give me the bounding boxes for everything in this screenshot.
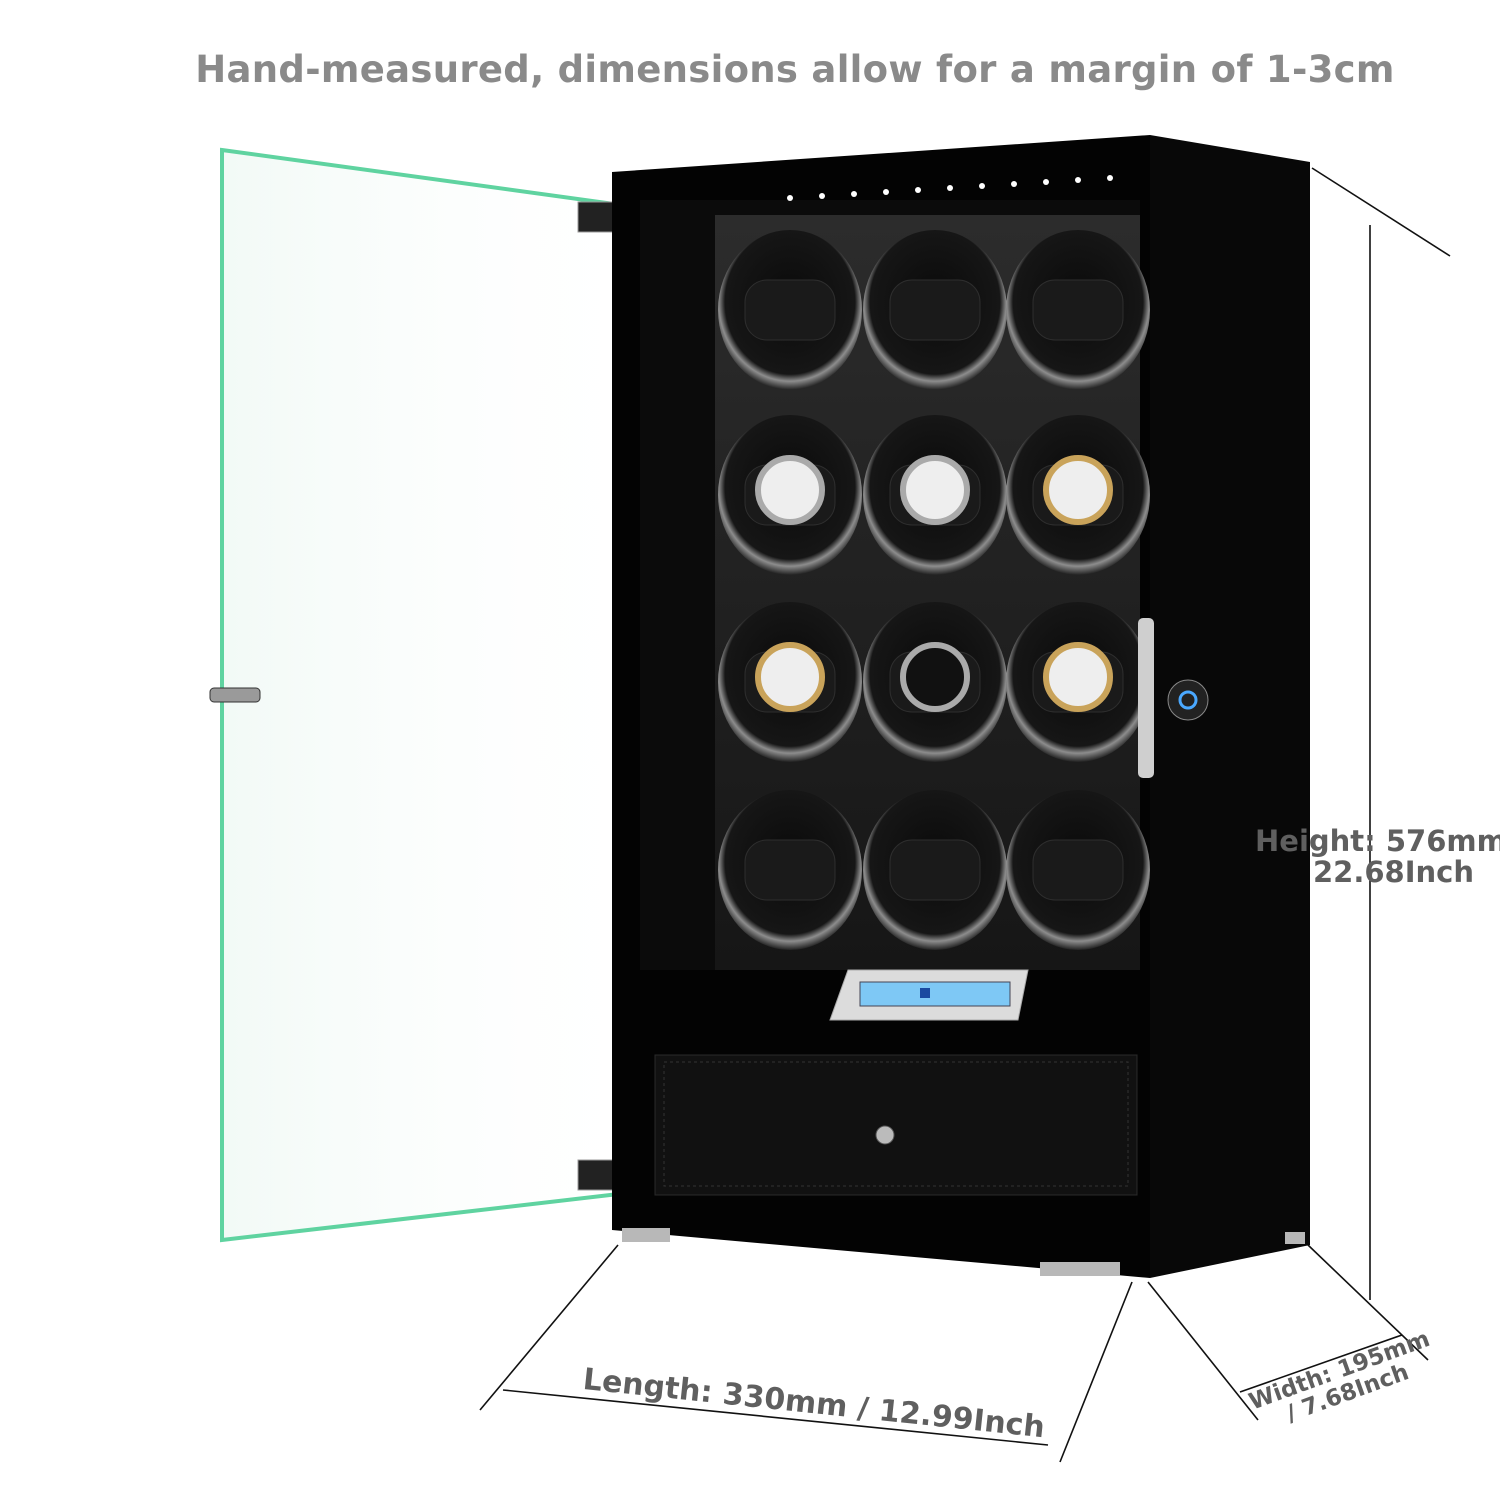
foot-icon (1040, 1262, 1120, 1276)
watch-winder-cabinet (612, 135, 1310, 1278)
winder-grid (718, 230, 1150, 950)
watch-icon (755, 642, 825, 712)
winder-slot (1006, 415, 1150, 575)
winder-slot (718, 790, 862, 950)
watch-icon (1043, 642, 1113, 712)
height-label: Height: 576mm / 22.68Inch (1255, 826, 1500, 888)
watch-pillow (1032, 839, 1124, 901)
glass-door (209, 147, 638, 1243)
page-title: Hand-measured, dimensions allow for a ma… (195, 48, 1395, 91)
winder-slot (718, 230, 862, 390)
touch-display (829, 969, 1029, 1021)
watch-pillow (744, 279, 836, 341)
length-line (502, 1389, 1049, 1446)
cabinet-side (1150, 135, 1310, 1278)
winder-slot (863, 790, 1007, 950)
lock-bar (1138, 618, 1154, 778)
drawer (654, 1054, 1138, 1196)
watch-icon (1043, 455, 1113, 525)
width-line (1239, 1334, 1403, 1393)
winder-slot (1006, 602, 1150, 762)
length-extension-right (1059, 1281, 1133, 1463)
watch-pillow (1032, 279, 1124, 341)
watch-pillow (889, 279, 981, 341)
display-button-icon (920, 988, 930, 998)
watch-icon (900, 455, 970, 525)
winder-slot (863, 230, 1007, 390)
winder-slot (718, 602, 862, 762)
foot-icon (622, 1228, 670, 1242)
winder-slot (863, 415, 1007, 575)
length-extension-left (479, 1244, 619, 1411)
height-label-line2: 22.68Inch (1313, 855, 1475, 889)
door-latch-icon (209, 687, 261, 703)
watch-pillow (889, 839, 981, 901)
watch-icon (900, 642, 970, 712)
dimension-lines (479, 167, 1451, 1463)
height-extension-bottom (1307, 1244, 1429, 1361)
height-extension-top (1311, 167, 1451, 257)
winder-slot (863, 602, 1007, 762)
foot-icon (1285, 1232, 1305, 1244)
watch-pillow (744, 839, 836, 901)
width-extension-left (1147, 1281, 1259, 1421)
height-label-line1: Height: 576mm / (1255, 824, 1500, 858)
watch-icon (755, 455, 825, 525)
winder-slot (1006, 790, 1150, 950)
led-strip (787, 175, 1113, 201)
fingerprint-icon (1167, 679, 1209, 721)
winder-slot (1006, 230, 1150, 390)
winder-slot (718, 415, 862, 575)
drawer-knob-icon (875, 1125, 895, 1145)
